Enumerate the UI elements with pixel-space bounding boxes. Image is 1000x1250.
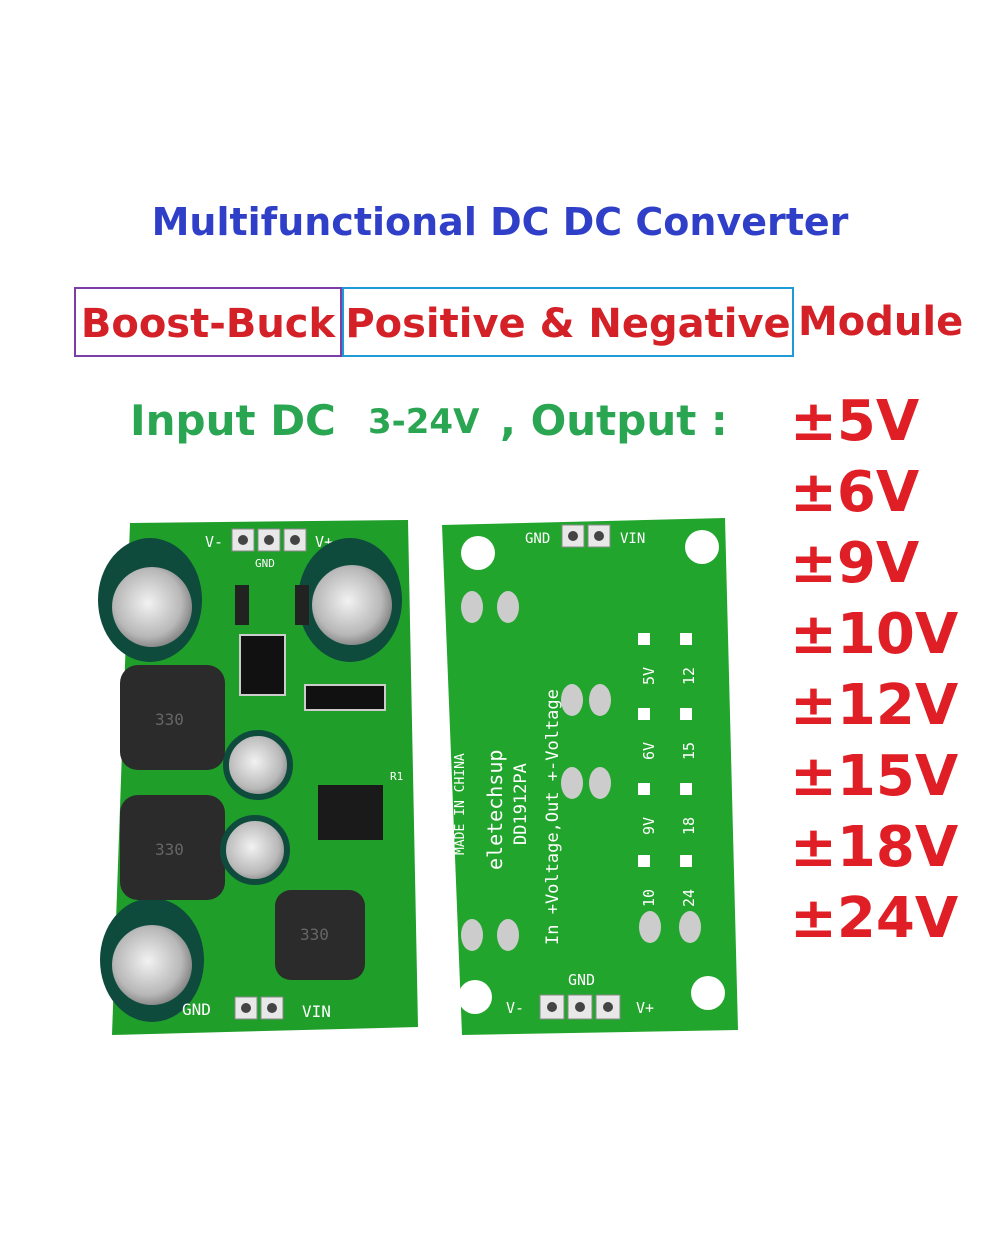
- model-label: DD1912PA: [511, 763, 531, 845]
- output-voltage-list: ±5V ±6V ±9V ±10V ±12V ±15V ±18V ±24V: [790, 392, 990, 960]
- inductor-label: 330: [155, 840, 184, 859]
- pin-label: V-: [205, 533, 223, 551]
- voltage-item: ±6V: [790, 460, 920, 525]
- jumper-label: 5V: [640, 667, 658, 685]
- voltage-item: ±5V: [790, 389, 920, 454]
- voltage-item: ±9V: [790, 531, 920, 596]
- inductor-label: 330: [300, 925, 329, 944]
- input-range: 3-24V: [368, 402, 480, 442]
- pin-label: V+: [636, 999, 654, 1017]
- jumper-label: 15: [680, 742, 698, 760]
- inductor: [120, 665, 225, 770]
- voltage-item: ±10V: [790, 602, 959, 667]
- voltage-note: In +Voltage,Out +-Voltage: [543, 689, 563, 945]
- made-in-label: MADE IN CHINA: [453, 753, 468, 855]
- positive-negative-label: Positive & Negative: [342, 287, 794, 357]
- pin-label: GND: [525, 531, 550, 547]
- resistor-label: R1: [390, 770, 403, 783]
- voltage-item: ±24V: [790, 886, 959, 951]
- voltage-item: ±18V: [790, 815, 959, 880]
- pin-label: VIN: [620, 531, 645, 547]
- jumper-label: 9V: [640, 817, 658, 835]
- pin-label: GND: [568, 971, 595, 989]
- inductor: [120, 795, 225, 900]
- left-pcb-image: V- GND V+ 330 330 330 R1 GND VIN: [98, 520, 418, 1035]
- brand-label: eletechsup: [483, 750, 507, 870]
- inductor: [275, 890, 365, 980]
- pin-label: GND: [182, 1000, 211, 1019]
- pin-label: VIN: [302, 1002, 331, 1021]
- pin-label: GND: [255, 557, 275, 570]
- jumper-label: 10: [640, 889, 658, 907]
- right-pcb-image: GND VIN MADE IN CHINA eletechsup DD1912P…: [442, 518, 738, 1035]
- jumper-label: 6V: [640, 742, 658, 760]
- output-label: , Output :: [500, 396, 728, 445]
- voltage-item: ±12V: [790, 673, 959, 738]
- module-label: Module: [798, 299, 964, 345]
- voltage-item: ±15V: [790, 744, 959, 809]
- pin-label: V-: [506, 999, 524, 1017]
- ic-chip: [318, 785, 383, 840]
- jumper-label: 12: [680, 667, 698, 685]
- jumper-label: 18: [680, 817, 698, 835]
- input-dc-label: Input DC: [130, 396, 336, 445]
- inductor-label: 330: [155, 710, 184, 729]
- jumper-label: 24: [680, 889, 698, 907]
- boost-buck-label: Boost-Buck: [74, 287, 342, 357]
- page-title: Multifunctional DC DC Converter: [151, 200, 849, 244]
